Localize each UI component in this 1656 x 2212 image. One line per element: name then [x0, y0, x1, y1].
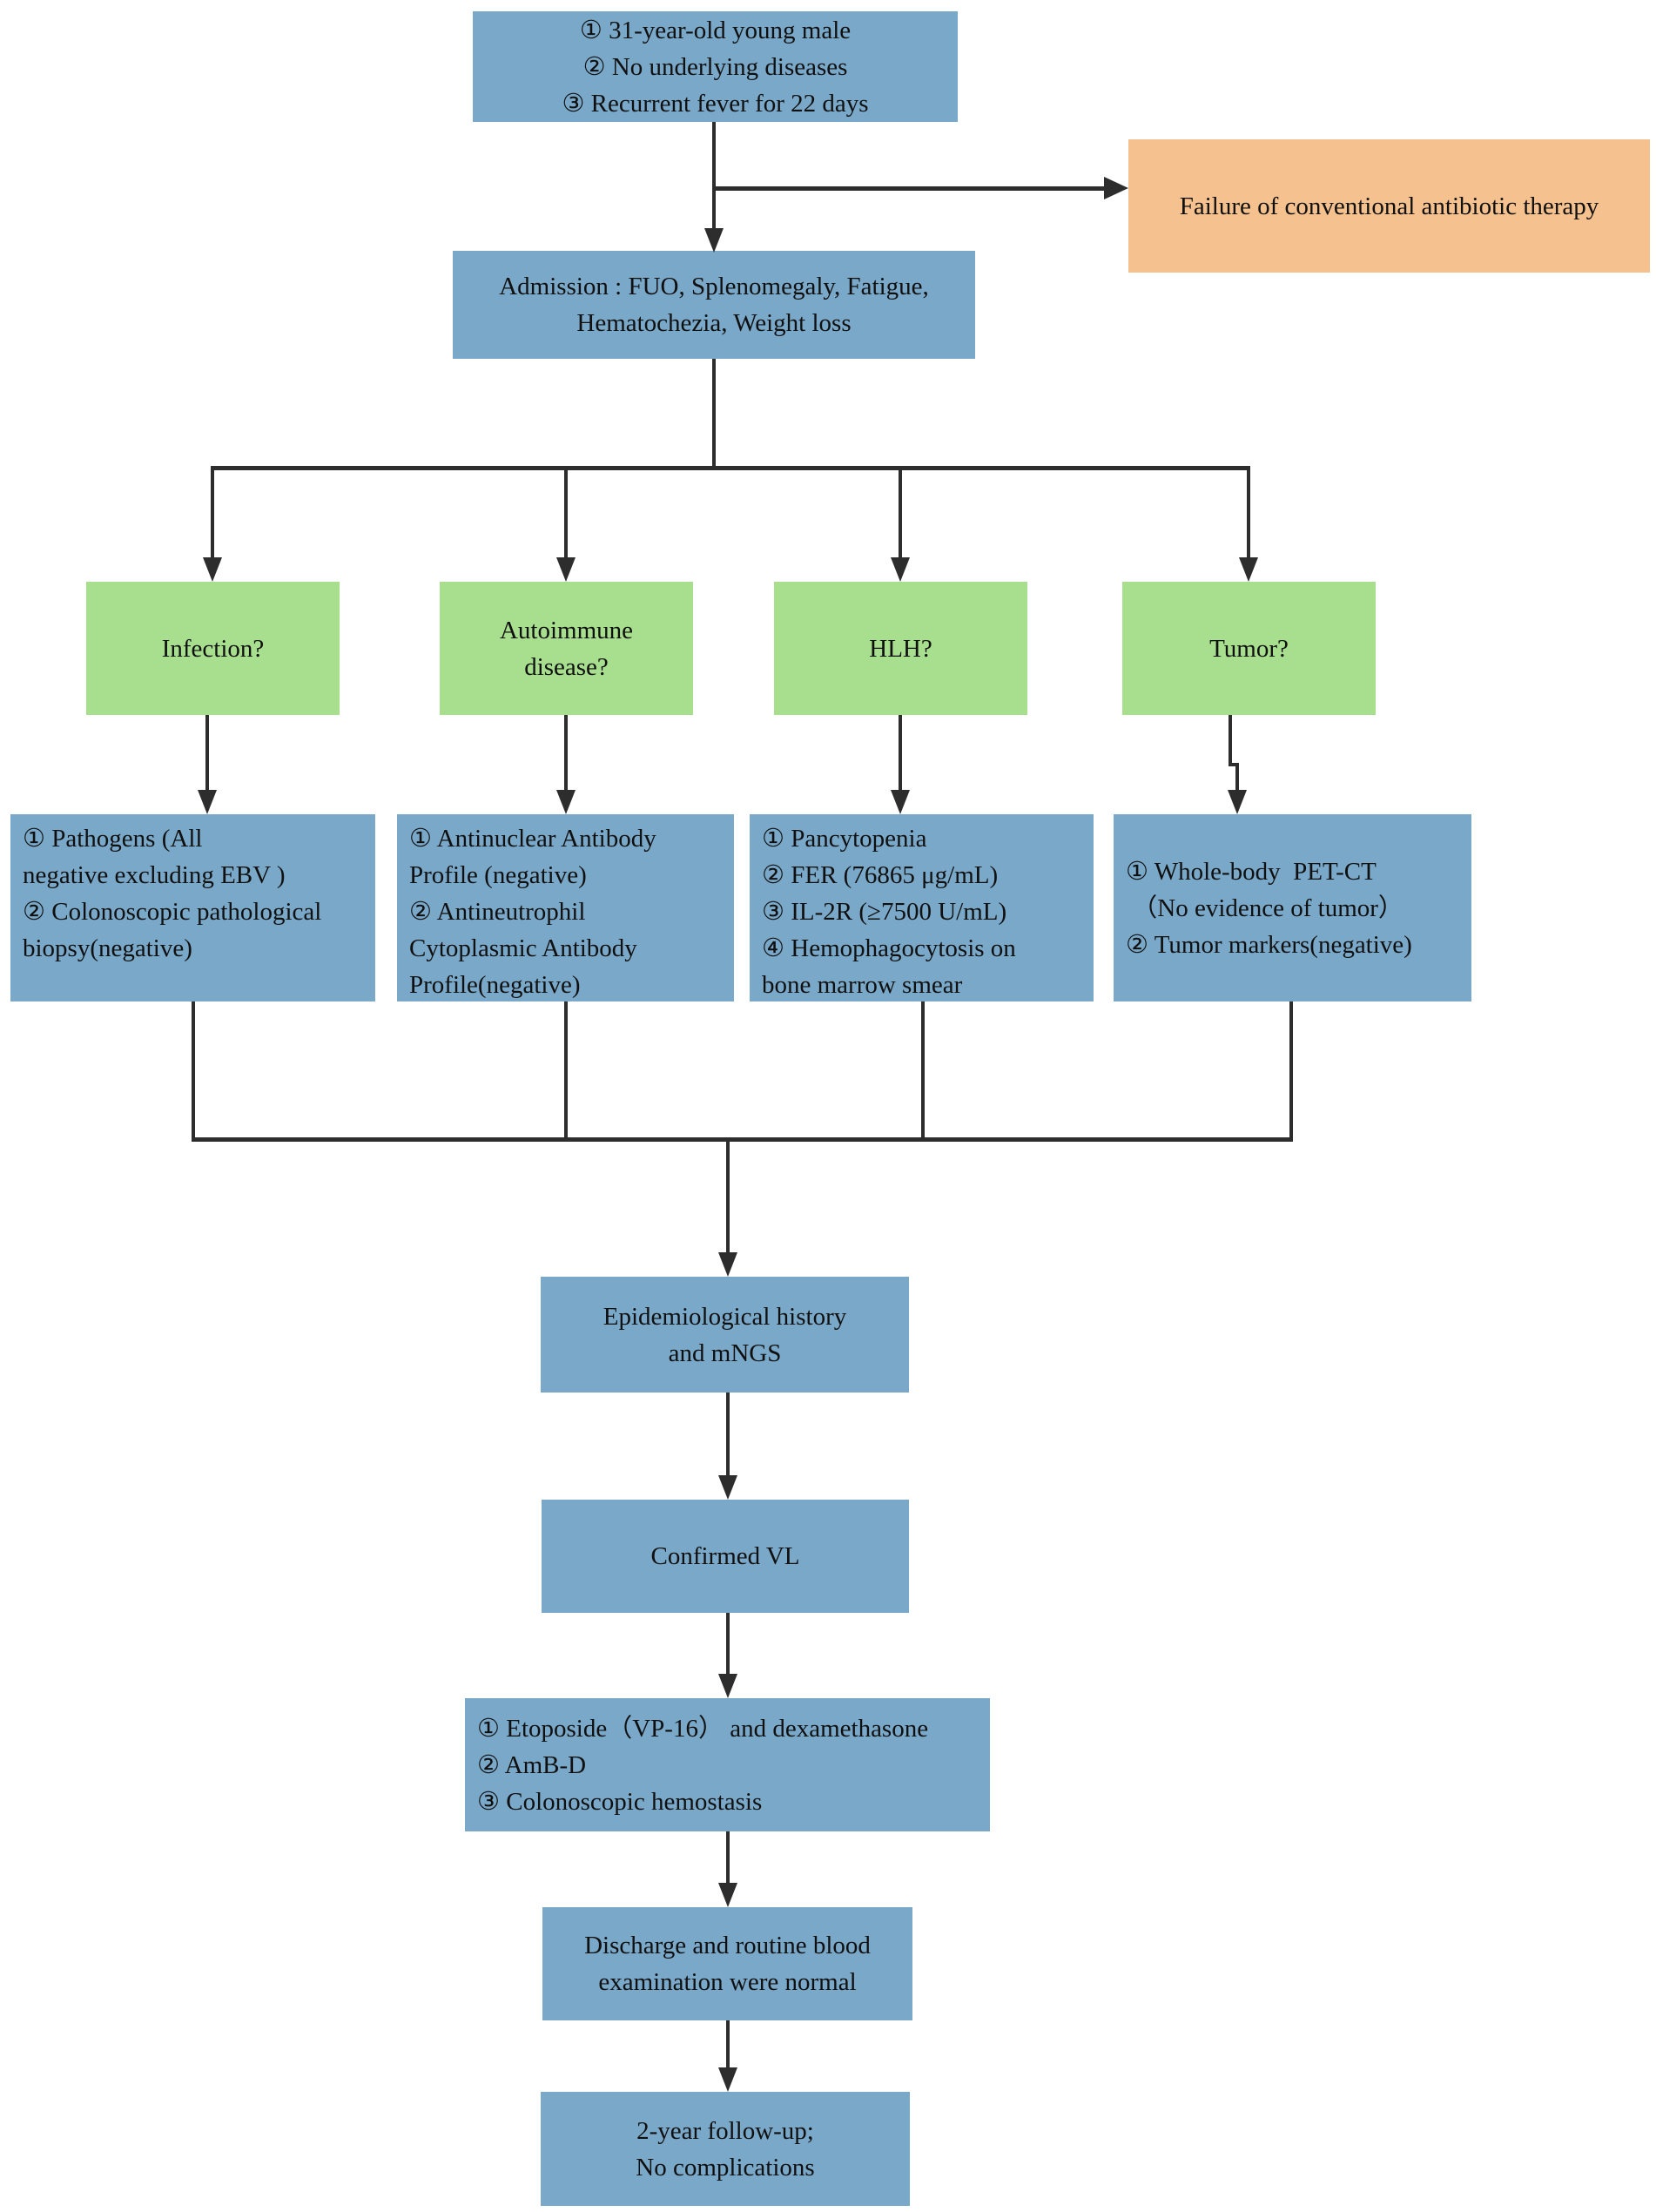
node-confirmed-vl: Confirmed VL [542, 1500, 909, 1613]
arrowhead-down-icon [718, 1475, 737, 1500]
node-autoimmune-workup-line: ② Antineutrophil [409, 898, 586, 926]
node-tumor-workup: ① Whole-body PET-CT （No evidence of tumo… [1114, 814, 1471, 1001]
connector-branch-infection-line [211, 468, 214, 557]
node-hlh-workup-line: ① Pancytopenia [762, 825, 927, 853]
node-infection-workup-line: negative excluding EBV ) [23, 861, 286, 889]
node-epidemiology-mngs: Epidemiological history and mNGS [541, 1277, 909, 1393]
node-branch-autoimmune-line: Autoimmune [499, 616, 634, 644]
connector-epidemiology-confirmed-line [726, 1393, 730, 1475]
connector-merge-left-line [192, 1001, 195, 1139]
arrowhead-down-icon [891, 790, 910, 814]
node-patient-line: ① 31-year-old young male [579, 16, 852, 44]
arrowhead-down-icon [718, 1674, 737, 1698]
connector-merge-right-line [1289, 1001, 1293, 1139]
node-branch-tumor: Tumor? [1122, 582, 1376, 715]
node-hlh-workup-line: bone marrow smear [762, 971, 963, 999]
node-autoimmune-workup: ① Antinuclear Antibody Profile (negative… [397, 814, 734, 1001]
node-admission-line: Hematochezia, Weight loss [576, 309, 852, 337]
node-tumor-workup-line: （No evidence of tumor） [1126, 894, 1404, 922]
connector-tumor-workup-line [1229, 715, 1232, 765]
node-branch-hlh: HLH? [774, 582, 1027, 715]
node-admission-line: Admission : FUO, Splenomegaly, Fatigue, [499, 273, 929, 300]
connector-confirmed-treatment-line [726, 1613, 730, 1674]
node-antibiotic-failure-label: Failure of conventional antibiotic thera… [1179, 192, 1599, 220]
node-followup-line: 2-year follow-up; [636, 2116, 814, 2145]
connector-tumor-workup-jog [1229, 763, 1239, 766]
node-admission: Admission : FUO, Splenomegaly, Fatigue, … [453, 251, 975, 359]
node-branch-hlh-label: HLH? [869, 634, 932, 663]
node-branch-autoimmune-line: disease? [524, 652, 609, 681]
node-antibiotic-failure: Failure of conventional antibiotic thera… [1128, 139, 1650, 273]
node-tumor-workup-line: ② Tumor markers(negative) [1126, 930, 1412, 959]
node-infection-workup: ① Pathogens (All negative excluding EBV … [10, 814, 375, 1001]
connector-merge-line [564, 1001, 568, 1139]
node-patient-presentation: ① 31-year-old young male ② No underlying… [473, 11, 958, 122]
node-autoimmune-workup-line: Cytoplasmic Antibody [409, 934, 637, 962]
connector-admission-branchbar-line [712, 359, 716, 468]
node-hlh-workup: ① Pancytopenia ② FER (76865 μg/mL) ③ IL-… [750, 814, 1094, 1001]
node-tumor-workup-line: ① Whole-body PET-CT [1126, 857, 1377, 886]
connector-merge-bar [192, 1137, 1293, 1142]
arrowhead-down-icon [704, 228, 724, 253]
node-infection-workup-line: biopsy(negative) [23, 934, 192, 962]
connector-branch-bar [211, 466, 1250, 470]
node-followup-line: No complications [636, 2153, 815, 2182]
node-epidemiology-line: and mNGS [668, 1339, 782, 1367]
arrowhead-down-icon [198, 790, 217, 814]
connector-treatment-discharge-line [726, 1831, 730, 1883]
node-discharge-line: examination were normal [598, 1968, 857, 1996]
connector-infection-workup-line [205, 715, 209, 790]
node-branch-autoimmune: Autoimmune disease? [440, 582, 693, 715]
node-patient-line: ② No underlying diseases [582, 52, 848, 81]
connector-branch-hlh-line [899, 468, 902, 557]
arrowhead-down-icon [556, 790, 576, 814]
arrowhead-down-icon [556, 557, 576, 582]
connector-patient-admission-line [712, 122, 716, 228]
node-autoimmune-workup-line: ① Antinuclear Antibody [409, 825, 656, 853]
connector-branch-tumor-line [1247, 468, 1250, 557]
arrowhead-down-icon [718, 2067, 737, 2092]
node-hlh-workup-line: ③ IL-2R (≥7500 U/mL) [762, 898, 1007, 926]
arrowhead-down-icon [718, 1252, 737, 1277]
node-hlh-workup-line: ④ Hemophagocytosis on [762, 934, 1016, 962]
arrowhead-right-icon [1104, 177, 1128, 199]
connector-hlh-workup-line [899, 715, 902, 790]
arrowhead-down-icon [1228, 790, 1247, 814]
node-treatment-line: ③ Colonoscopic hemostasis [477, 1787, 763, 1816]
node-discharge: Discharge and routine blood examination … [542, 1907, 912, 2020]
node-treatment-line: ② AmB-D [477, 1750, 587, 1779]
node-autoimmune-workup-line: Profile (negative) [409, 861, 587, 889]
arrowhead-down-icon [203, 557, 222, 582]
node-branch-infection: Infection? [86, 582, 340, 715]
node-branch-tumor-label: Tumor? [1209, 634, 1289, 663]
node-treatment: ① Etoposide（VP-16） and dexamethasone ② A… [465, 1698, 990, 1831]
node-autoimmune-workup-line: Profile(negative) [409, 971, 581, 999]
connector-discharge-followup-line [726, 2020, 730, 2067]
connector-antibiotic-failure-line [716, 186, 1104, 191]
connector-branch-autoimmune-line [564, 468, 568, 557]
node-discharge-line: Discharge and routine blood [584, 1932, 871, 1959]
node-hlh-workup-line: ② FER (76865 μg/mL) [762, 861, 999, 889]
arrowhead-down-icon [718, 1883, 737, 1907]
connector-merge-epidemiology-line [726, 1142, 730, 1252]
arrowhead-down-icon [1239, 557, 1258, 582]
node-infection-workup-line: ② Colonoscopic pathological [23, 898, 322, 926]
connector-autoimmune-workup-line [564, 715, 568, 790]
node-patient-line: ③ Recurrent fever for 22 days [562, 89, 869, 118]
connector-tumor-workup-line [1235, 763, 1239, 792]
arrowhead-down-icon [891, 557, 910, 582]
node-treatment-line: ① Etoposide（VP-16） and dexamethasone [477, 1714, 929, 1743]
node-confirmed-vl-label: Confirmed VL [650, 1542, 800, 1570]
node-epidemiology-line: Epidemiological history [602, 1302, 847, 1331]
connector-merge-line [921, 1001, 925, 1139]
node-branch-infection-label: Infection? [161, 634, 265, 663]
node-infection-workup-line: ① Pathogens (All [23, 825, 203, 853]
node-followup: 2-year follow-up; No complications [541, 2092, 910, 2206]
